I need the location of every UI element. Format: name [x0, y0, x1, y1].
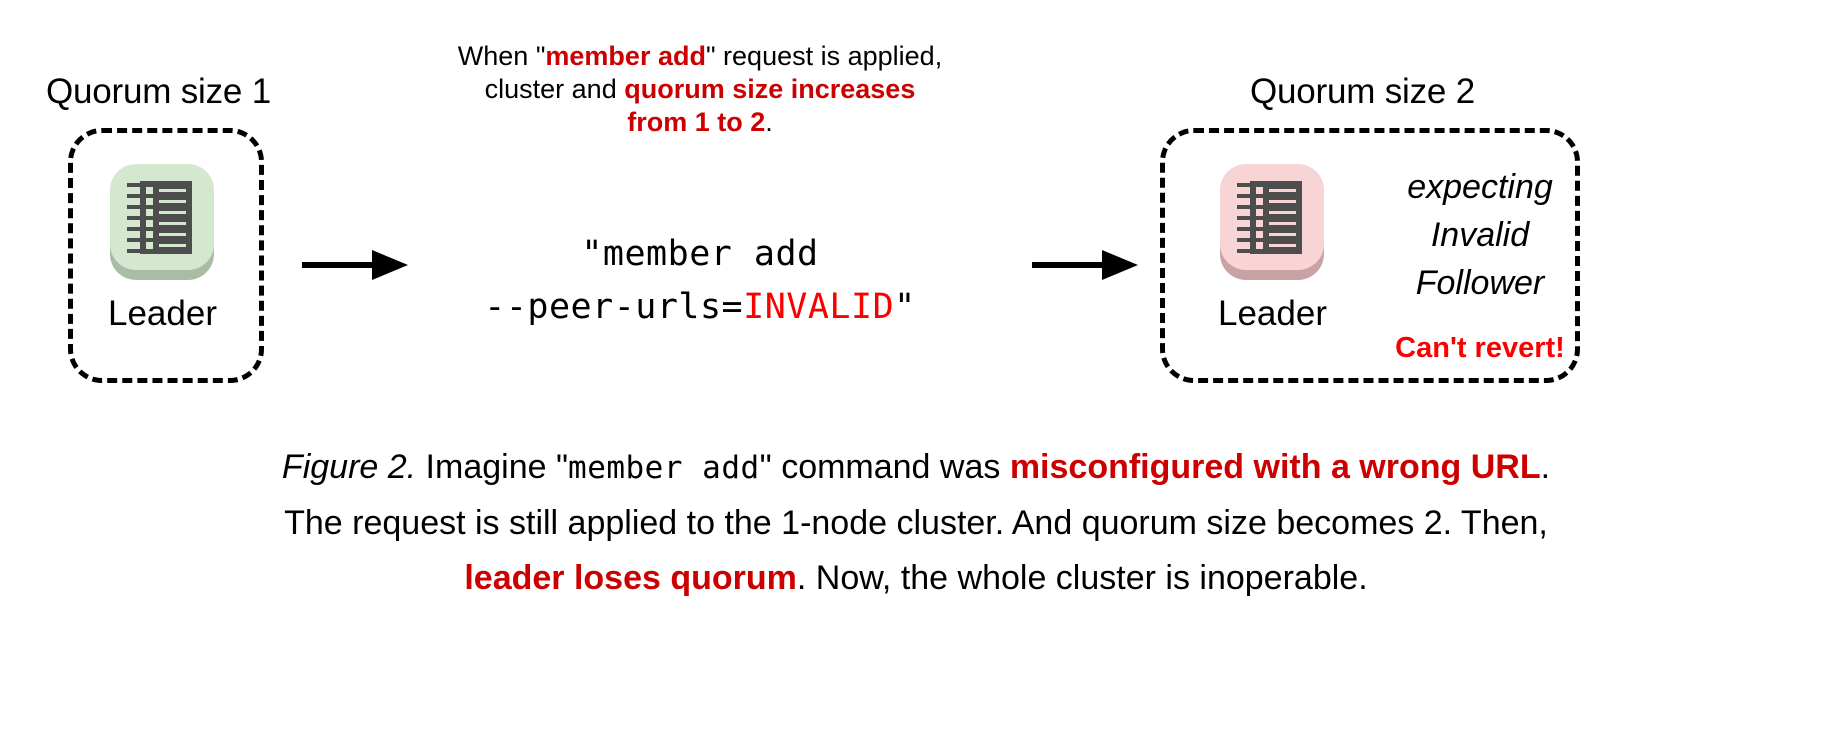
caption-l1-b: " command was: [759, 448, 1010, 486]
command-l2-invalid: INVALID: [743, 287, 895, 327]
right-cluster-title: Quorum size 2: [1250, 72, 1475, 111]
icon-rack-rows: [146, 187, 188, 249]
left-node-label: Leader: [108, 294, 217, 333]
command-l2-c: ": [894, 287, 916, 327]
caption-l3-red: leader loses quorum: [464, 559, 797, 597]
command-line-1: "member add: [581, 234, 819, 274]
annot-l1-c: " request is applied,: [705, 41, 943, 71]
arrow-left-to-command: [302, 250, 408, 280]
icon-tabs: [1237, 183, 1252, 253]
state-line-2: Invalid: [1430, 216, 1530, 254]
icon-face: [110, 164, 215, 270]
command-l2-a: --peer-urls=: [484, 287, 744, 327]
server-rack-icon: [108, 162, 216, 286]
annot-l3-b: .: [765, 107, 773, 137]
annot-l1-a: When ": [457, 41, 546, 71]
annot-l1-b: member add: [545, 41, 706, 71]
caption-l1-c: .: [1540, 448, 1551, 486]
caption-line-3: leader loses quorum. Now, the whole clus…: [0, 551, 1832, 606]
caption-l1-red: misconfigured with a wrong URL: [1009, 448, 1541, 486]
caption-l3-a: . Now, the whole cluster is inoperable.: [796, 559, 1368, 597]
state-line-3: Follower: [1415, 264, 1545, 302]
command-text: "member add --peer-urls=INVALID": [430, 228, 970, 334]
server-rack-icon: [1218, 162, 1326, 286]
arrow-command-to-right: [1032, 250, 1138, 280]
left-node: Leader: [108, 162, 217, 334]
icon-tabs: [127, 183, 142, 253]
caption-line-2: The request is still applied to the 1-no…: [284, 504, 1548, 542]
right-node-label: Leader: [1218, 294, 1327, 333]
center-annotation: When "member add" request is applied, cl…: [400, 40, 1000, 139]
right-node-state: expecting Invalid Follower: [1370, 163, 1590, 307]
caption-l1-mono: member add: [568, 450, 760, 486]
annot-l3-a: from 1 to 2: [627, 107, 766, 137]
figure-label: Figure 2.: [281, 448, 417, 486]
right-node: Leader: [1218, 162, 1327, 334]
figure-caption: Figure 2. Imagine "member add" command w…: [0, 440, 1832, 606]
left-cluster-title: Quorum size 1: [46, 72, 271, 111]
caption-l1-a: Imagine ": [416, 448, 569, 486]
annot-l2-b: quorum size increases: [624, 74, 916, 104]
annot-l2-a: cluster and: [484, 74, 625, 104]
icon-face: [1220, 164, 1325, 270]
cant-revert-warning: Can't revert!: [1395, 332, 1565, 364]
icon-rack-rows: [1256, 187, 1298, 249]
command-line-2: --peer-urls=INVALID": [430, 281, 970, 334]
state-line-1: expecting: [1407, 168, 1553, 206]
caption-line-1: Figure 2. Imagine "member add" command w…: [0, 440, 1832, 496]
